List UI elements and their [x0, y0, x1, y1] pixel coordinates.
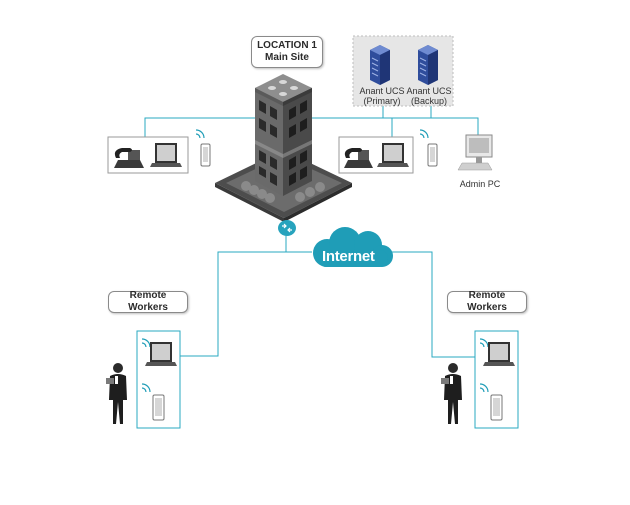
- server-backup-line1: Anant UCS: [406, 86, 452, 96]
- building: [255, 74, 312, 196]
- router-icon: [278, 220, 296, 236]
- wifi-icon: [195, 129, 205, 139]
- server-backup-label: Anant UCS (Backup): [404, 86, 454, 106]
- wifi-icon: [479, 338, 489, 393]
- mobile-icon: [490, 394, 503, 421]
- location-line1: LOCATION 1: [257, 40, 317, 51]
- remote-worker-right-icon: [441, 363, 462, 424]
- server-primary-icon: [370, 45, 390, 85]
- server-primary-line1: Anant UCS: [359, 86, 405, 96]
- location-line2: Main Site: [265, 52, 309, 63]
- desk-right: [338, 136, 414, 174]
- mobile-icon: [152, 394, 165, 421]
- line-right-remote: [378, 251, 475, 358]
- remote-workers-right-text: Remote Workers: [467, 290, 507, 313]
- remote-left-group: [136, 330, 181, 429]
- remote-workers-right-label: Remote Workers: [447, 290, 527, 313]
- server-backup-line2: (Backup): [410, 96, 447, 106]
- remote-worker-left-icon: [106, 363, 127, 424]
- laptop-icon: [150, 143, 182, 167]
- desk-left: [107, 136, 189, 174]
- desk-phone-icon: [114, 148, 144, 168]
- location-label: LOCATION 1 Main Site: [251, 36, 323, 68]
- internet-cloud-icon: [313, 227, 393, 267]
- laptop-icon: [377, 143, 409, 167]
- server-primary-line2: (Primary): [363, 96, 401, 106]
- remote-right-group: [474, 330, 519, 429]
- server-primary-label: Anant UCS (Primary): [358, 86, 406, 106]
- remote-workers-left-label: Remote Workers: [108, 290, 188, 313]
- admin-pc-icon: [457, 134, 493, 171]
- server-backup-icon: [418, 45, 438, 85]
- remote-workers-left-text: Remote Workers: [128, 290, 168, 313]
- internet-label: Internet: [322, 248, 375, 265]
- admin-pc-label: Admin PC: [459, 179, 501, 189]
- desk-phone-icon: [344, 148, 373, 168]
- wifi-icon: [141, 338, 151, 393]
- laptop-icon: [483, 342, 515, 366]
- line-left-remote: [180, 236, 287, 357]
- shrubs: [241, 181, 325, 203]
- mobile-icon: [427, 143, 438, 167]
- mobile-icon: [200, 143, 211, 167]
- wifi-icon: [419, 129, 429, 139]
- laptop-icon: [145, 342, 177, 366]
